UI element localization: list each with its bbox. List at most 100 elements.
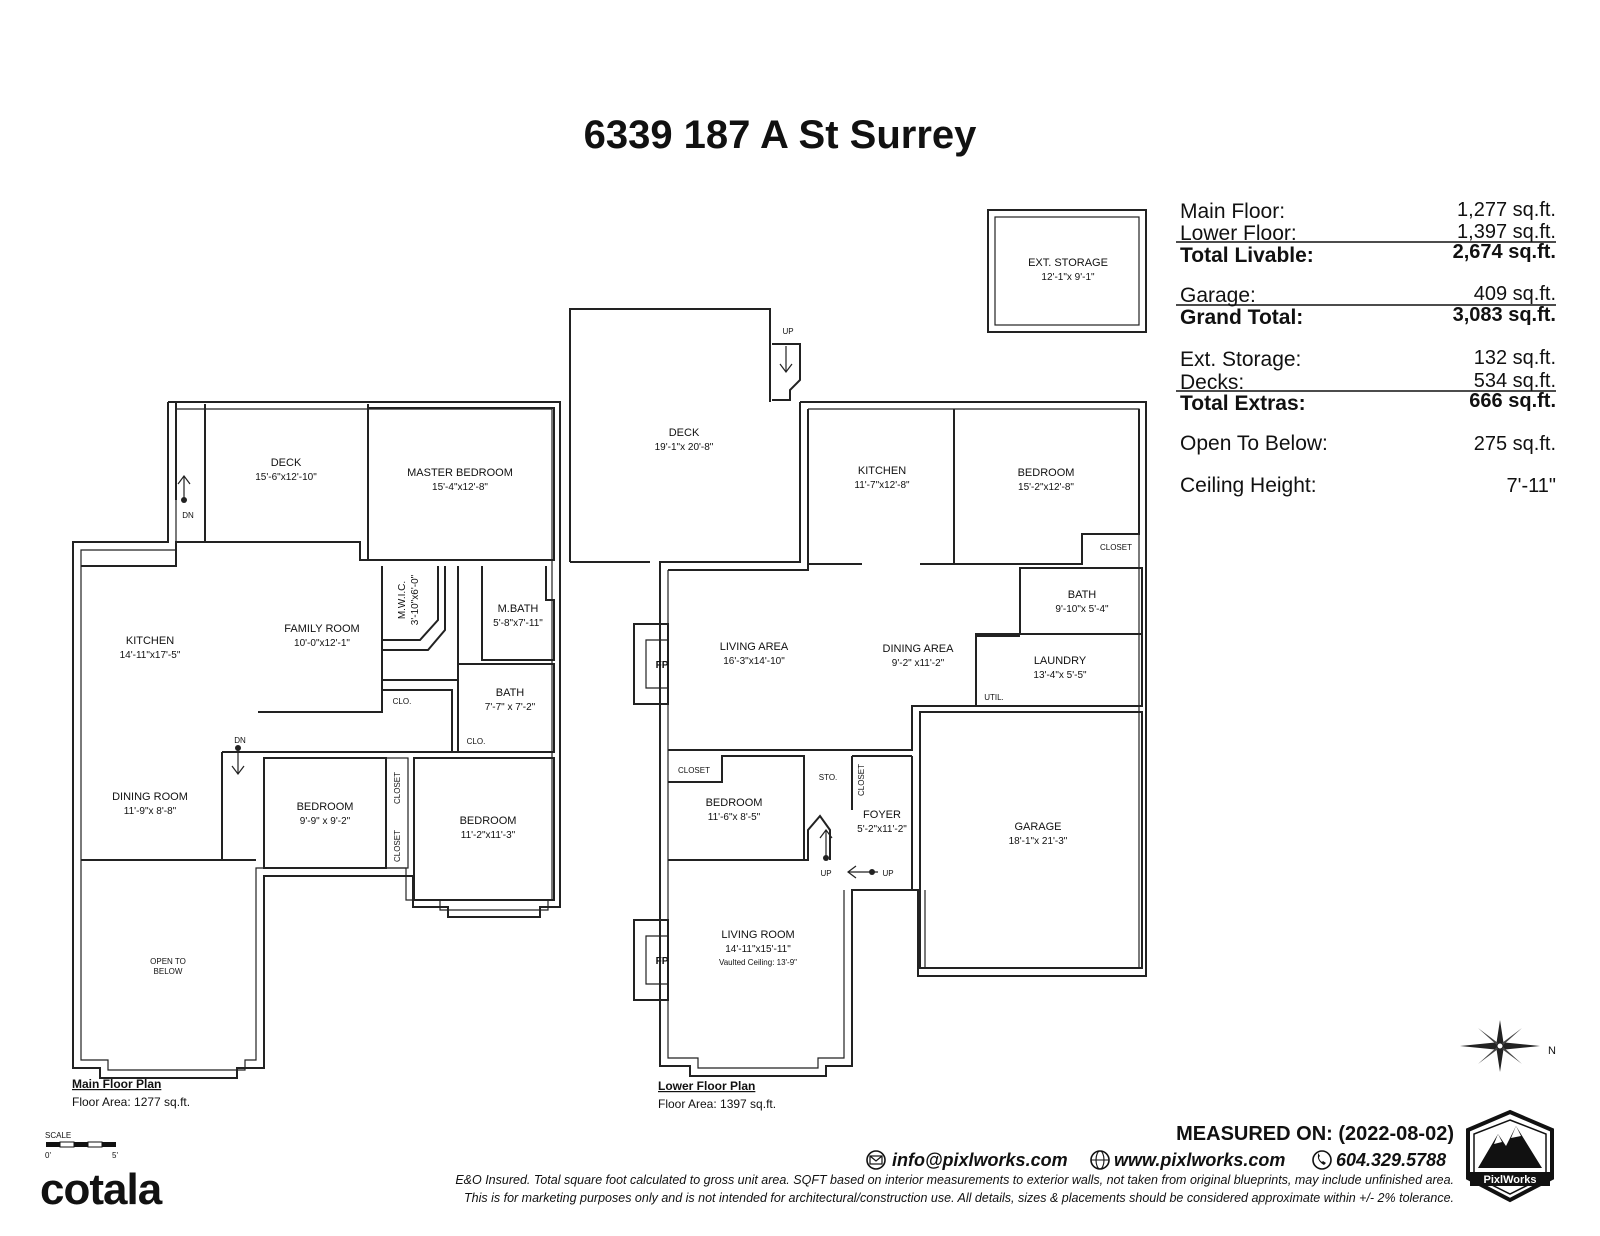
room-dim: 14'-11"x17'-5" — [120, 650, 181, 661]
room-dim: 9'-2" x11'-2" — [892, 658, 945, 669]
room-name: DINING ROOM — [112, 791, 188, 803]
scale-zero: 0' — [45, 1151, 51, 1160]
stat-value: 3,083 sq.ft. — [1453, 304, 1556, 326]
vaulted-ceiling-note: Vaulted Ceiling: 13'-9" — [719, 958, 797, 967]
measured-on: MEASURED ON: (2022-08-02) — [1176, 1123, 1454, 1145]
room-name: MASTER BEDROOM — [407, 467, 513, 479]
stat-value: 7'-11" — [1507, 475, 1556, 497]
globe-icon — [1090, 1150, 1110, 1170]
room-dim: 15'-2"x12'-8" — [1018, 482, 1074, 493]
room-name: BATH — [496, 687, 525, 699]
closet-label: CLOSET — [393, 772, 402, 804]
stair-up-label: UP — [782, 327, 793, 336]
stat-value: 534 sq.ft. — [1474, 370, 1556, 392]
closet-label: CLOSET — [857, 764, 866, 796]
lower-floor-plan: EXT. STORAGE 12'-1"x 9'-1" DECK 19'-1"x … — [569, 209, 1147, 1111]
room-dim: 15'-6"x12'-10" — [255, 472, 317, 483]
room-dim: 5'-2"x11'-2" — [857, 824, 907, 835]
stat-value: 1,397 sq.ft. — [1457, 221, 1556, 243]
room-name: LAUNDRY — [1034, 655, 1087, 667]
stat-label: Total Extras: — [1180, 392, 1306, 415]
email-text: info@pixlworks.com — [892, 1150, 1068, 1170]
room-name: BEDROOM — [706, 797, 763, 809]
room-name: M.W.I.C. — [397, 581, 408, 619]
room-name: DINING AREA — [883, 643, 955, 655]
room-dim: 11'-2"x11'-3" — [461, 830, 516, 841]
stat-label: Garage: — [1180, 284, 1256, 307]
closet-label: CLOSET — [1100, 543, 1132, 552]
stair-up-label: UP — [882, 869, 893, 878]
cotala-logo: cotala — [40, 1165, 163, 1214]
room-name: BATH — [1068, 589, 1097, 601]
room-name: KITCHEN — [126, 635, 174, 647]
room-dim: 9'-9" x 9'-2" — [300, 816, 351, 827]
floor-caption: Lower Floor Plan — [658, 1079, 755, 1093]
room-name: DECK — [271, 457, 302, 469]
scale-label: SCALE — [45, 1131, 71, 1140]
stair-up-label: UP — [820, 869, 831, 878]
website-text: www.pixlworks.com — [1114, 1150, 1285, 1170]
room-name: BEDROOM — [297, 801, 354, 813]
closet-label: CLOSET — [393, 830, 402, 862]
closet-label: CLO. — [393, 697, 412, 706]
room-dim: 14'-11"x15'-11" — [725, 944, 791, 955]
stat-value: 2,674 sq.ft. — [1453, 241, 1556, 263]
room-dim: 18'-1"x 21'-3" — [1009, 836, 1068, 847]
room-dim: 15'-4"x12'-8" — [432, 482, 488, 493]
room-dim: 3'-10"x6'-0" — [410, 574, 421, 625]
main-floor-plan: DECK 15'-6"x12'-10" MASTER BEDROOM 15'-4… — [72, 401, 561, 1109]
stair-down-label: DN — [234, 736, 246, 745]
closet-label: CLOSET — [678, 766, 710, 775]
stat-value: 666 sq.ft. — [1469, 390, 1556, 412]
stair-down-label: DN — [182, 511, 194, 520]
floor-area: Floor Area: 1277 sq.ft. — [72, 1095, 190, 1109]
stat-label: Decks: — [1180, 371, 1244, 394]
email-icon — [866, 1150, 886, 1170]
stat-label: Ceiling Height: — [1180, 474, 1317, 497]
stat-value: 132 sq.ft. — [1474, 347, 1556, 369]
room-dim: 13'-4"x 5'-5" — [1033, 670, 1087, 681]
open-to-below-label: OPEN TO — [150, 957, 186, 966]
room-name: LIVING ROOM — [721, 929, 794, 941]
open-to-below-label: BELOW — [154, 967, 183, 976]
room-dim: 12'-1"x 9'-1" — [1041, 272, 1095, 283]
room-dim: 11'-7"x12'-8" — [854, 480, 910, 491]
phone-icon — [1312, 1150, 1332, 1170]
page-title: 6339 187 A St Surrey — [584, 113, 978, 157]
contact-row: info@pixlworks.com www.pixlworks.com 604… — [866, 1150, 1446, 1170]
room-dim: 10'-0"x12'-1" — [294, 638, 350, 649]
fireplace-label: FP — [656, 660, 669, 671]
room-name: BEDROOM — [1018, 467, 1075, 479]
room-dim: 16'-3"x14'-10" — [723, 656, 785, 667]
room-dim: 5'-8"x7'-11" — [493, 618, 543, 629]
storage-label: STO. — [819, 773, 838, 782]
room-dim: 19'-1"x 20'-8" — [655, 442, 714, 453]
room-dim: 11'-6"x 8'-5" — [708, 812, 761, 823]
stat-label: Main Floor: — [1180, 200, 1285, 223]
room-name: DECK — [669, 427, 700, 439]
floor-area: Floor Area: 1397 sq.ft. — [658, 1097, 776, 1111]
stat-label: Total Livable: — [1180, 244, 1314, 267]
compass-north-label: N — [1548, 1045, 1556, 1057]
stat-value: 275 sq.ft. — [1474, 433, 1556, 455]
room-dim: 9'-10"x 5'-4" — [1055, 604, 1109, 615]
room-name: LIVING AREA — [720, 641, 789, 653]
utility-label: UTIL. — [984, 693, 1004, 702]
phone-text: 604.329.5788 — [1336, 1150, 1446, 1170]
disclaimer-line: E&O Insured. Total square foot calculate… — [455, 1173, 1454, 1187]
stat-label: Ext. Storage: — [1180, 348, 1301, 371]
room-name: KITCHEN — [858, 465, 906, 477]
room-name: BEDROOM — [460, 815, 517, 827]
floor-caption: Main Floor Plan — [72, 1077, 161, 1091]
stat-label: Lower Floor: — [1180, 222, 1297, 245]
compass-icon: N — [1460, 1020, 1556, 1072]
pixlworks-logo: PixlWorks — [1466, 1109, 1554, 1203]
scale-five: 5' — [112, 1151, 118, 1160]
room-name: FOYER — [863, 809, 901, 821]
area-stats-table: Main Floor: 1,277 sq.ft. Lower Floor: 1,… — [1176, 199, 1556, 497]
stat-value: 1,277 sq.ft. — [1457, 199, 1556, 221]
room-name: EXT. STORAGE — [1028, 257, 1108, 269]
scale-bar: SCALE 0' 5' — [45, 1131, 118, 1160]
disclaimer-line: This is for marketing purposes only and … — [464, 1191, 1454, 1205]
